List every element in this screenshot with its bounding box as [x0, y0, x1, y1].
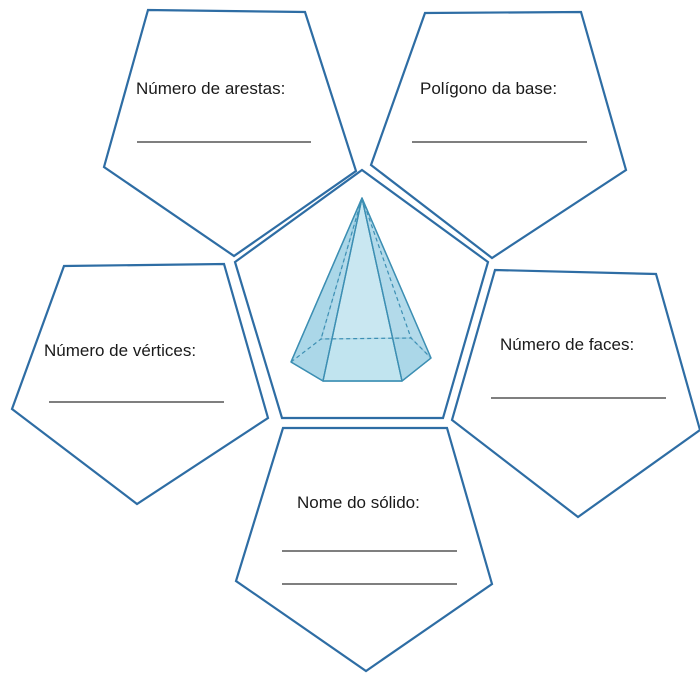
- base-label: Polígono da base:: [420, 79, 557, 98]
- vertices-label: Número de vértices:: [44, 341, 196, 360]
- name-pentagon: [234, 426, 494, 673]
- panel-faces: Número de faces:: [450, 268, 700, 519]
- panel-vertices: Número de vértices:: [10, 262, 270, 506]
- pyramid-base-edge: [290, 357, 432, 382]
- hexagonal-pyramid-icon: [290, 197, 432, 382]
- name-label: Nome do sólido:: [297, 493, 420, 512]
- pyramid-edge: [361, 197, 432, 359]
- pyramid-hidden-base-edge: [290, 337, 432, 363]
- edges-pentagon: [102, 8, 358, 258]
- pyramid-hidden-edge: [320, 197, 363, 340]
- center-panel: [233, 168, 490, 420]
- panel-edges: Número de arestas:: [102, 8, 358, 258]
- base-pentagon: [369, 10, 628, 260]
- pyramid-edge: [322, 197, 363, 382]
- pyramid-edge: [361, 197, 403, 382]
- faces-label: Número de faces:: [500, 335, 634, 354]
- pyramid-edge: [290, 197, 363, 363]
- edges-label: Número de arestas:: [136, 79, 285, 98]
- pyramid-hidden-edge: [361, 197, 412, 339]
- panel-base: Polígono da base:: [369, 10, 628, 260]
- faces-pentagon: [450, 268, 700, 519]
- panel-name: Nome do sólido:: [234, 426, 494, 673]
- vertices-pentagon: [10, 262, 270, 506]
